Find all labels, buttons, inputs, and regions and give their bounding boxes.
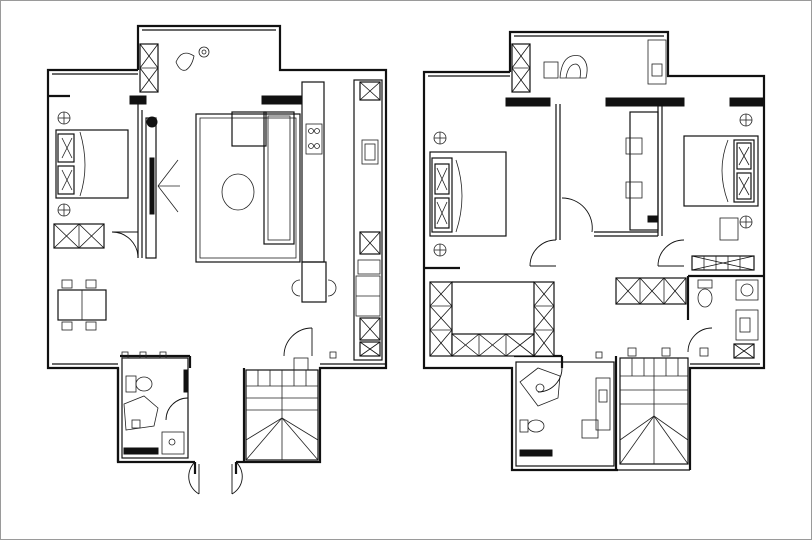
lower-bedroom-bed: [53, 111, 129, 249]
balcony-chair-icon: [175, 46, 210, 71]
lower-entrance-door: [188, 327, 313, 495]
lower-living-area: [195, 111, 301, 263]
upper-floor-plan: [422, 30, 766, 472]
lower-floor-plan: [46, 24, 388, 495]
lower-outer-walls: [46, 24, 388, 464]
lower-kitchen: [291, 79, 383, 361]
upper-second-bathroom: [515, 361, 615, 467]
upper-outer-walls: [422, 30, 766, 472]
toilet-icon: [125, 375, 153, 393]
upper-toilet-icon: [697, 279, 713, 308]
lower-tv-wall: [111, 116, 180, 259]
upper-staircase: [595, 347, 709, 465]
upper-second-toilet-icon: [519, 419, 545, 433]
lower-dining-table: [57, 279, 107, 331]
upper-master-bathroom: [687, 279, 759, 359]
lower-bathroom: [121, 357, 189, 459]
upper-right-bedroom-bed: [657, 113, 759, 271]
lower-balcony-cabinets: [139, 43, 210, 93]
upper-balcony: [511, 39, 667, 93]
upper-interior-walls: [424, 97, 765, 470]
upper-corridor-wardrobes: [429, 277, 687, 357]
upper-nightstand-icon: [433, 131, 447, 257]
nightstand-lamp-icon: [57, 111, 71, 217]
upper-study: [561, 111, 659, 233]
lower-staircase: [121, 351, 337, 461]
upper-balcony-chair-icon: [543, 55, 588, 79]
kitchen-sink-icon: [361, 139, 379, 165]
stove-icon: [305, 123, 323, 155]
upper-left-bedroom-bed: [429, 131, 557, 267]
